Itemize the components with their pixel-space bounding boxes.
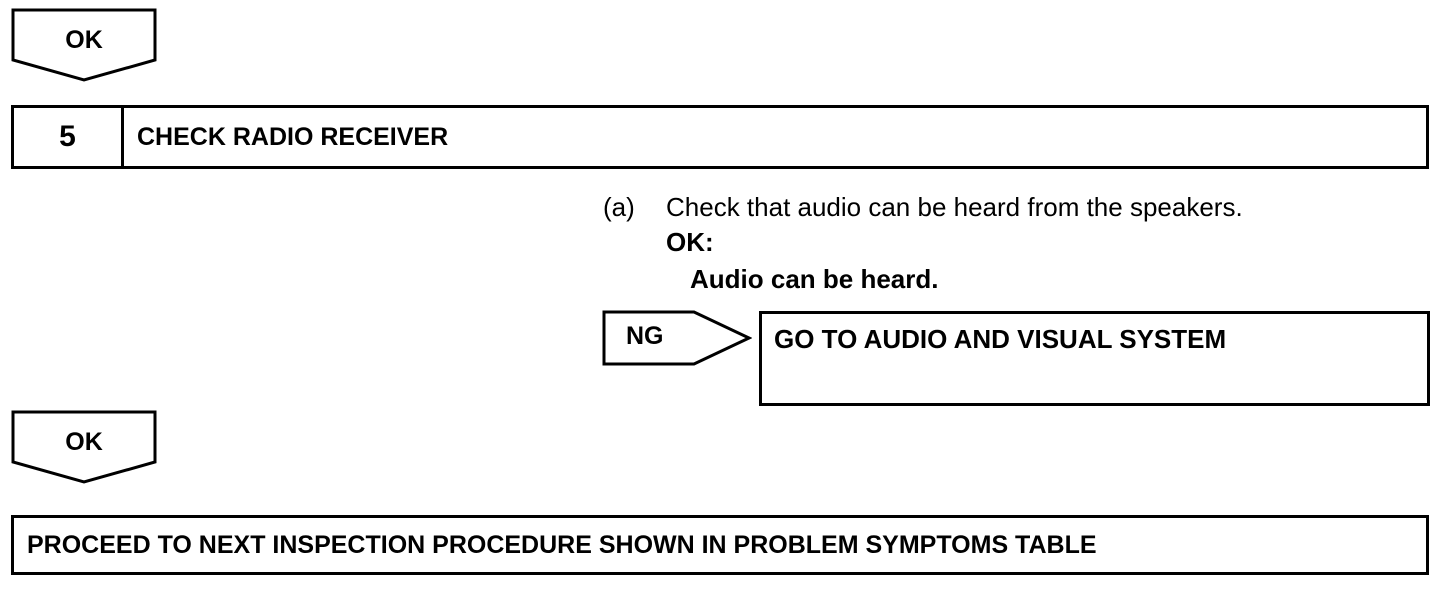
step-title: CHECK RADIO RECEIVER	[137, 122, 449, 151]
step-header: 5 CHECK RADIO RECEIVER	[11, 105, 1429, 169]
ok-label-top: OK	[65, 26, 103, 54]
down-arrow-icon	[11, 410, 157, 484]
ok-criteria-label: OK:	[666, 227, 714, 257]
right-arrow-icon	[602, 310, 752, 366]
ok-criteria-value: Audio can be heard.	[690, 264, 939, 294]
final-procedure-box: PROCEED TO NEXT INSPECTION PROCEDURE SHO…	[11, 515, 1429, 575]
instruction-marker: (a)	[603, 192, 635, 222]
step-number: 5	[14, 108, 124, 166]
down-arrow-icon	[11, 8, 157, 82]
ng-arrow: NG	[602, 310, 752, 366]
ok-label-bottom: OK	[65, 428, 103, 456]
ng-result-box: GO TO AUDIO AND VISUAL SYSTEM	[759, 311, 1430, 406]
ok-arrow-top: OK	[11, 8, 157, 82]
ok-arrow-bottom: OK	[11, 410, 157, 484]
instruction-text: Check that audio can be heard from the s…	[666, 192, 1243, 222]
ng-label: NG	[626, 322, 664, 350]
